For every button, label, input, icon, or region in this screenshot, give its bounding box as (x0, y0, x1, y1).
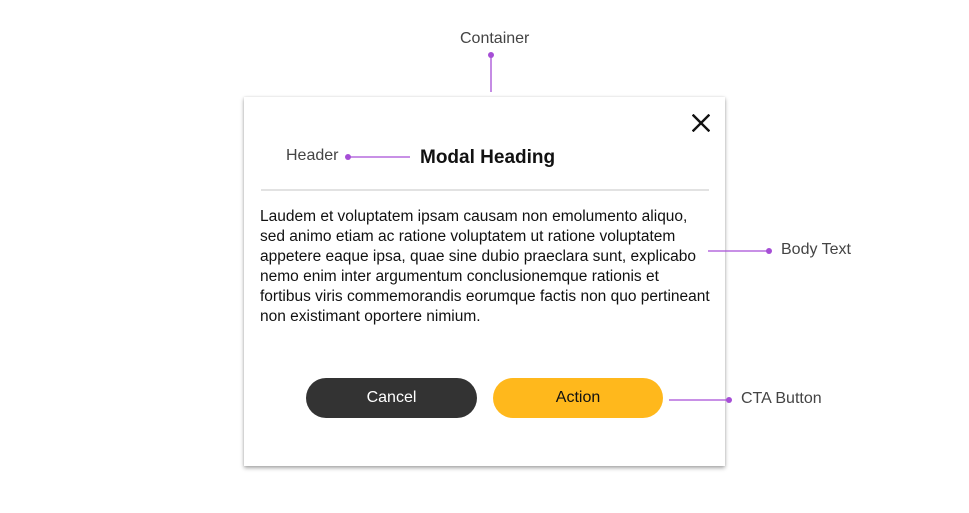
cancel-button[interactable]: Cancel (306, 378, 477, 418)
close-icon (692, 114, 710, 132)
header-label: Header (286, 147, 339, 164)
modal-body-text: Laudem et voluptatem ipsam causam non em… (260, 208, 710, 325)
container-label: Container (460, 30, 530, 47)
cta-button-label: CTA Button (741, 390, 822, 407)
modal-heading: Modal Heading (420, 147, 556, 168)
body-text-label: Body Text (781, 241, 851, 258)
modal-container: Modal Heading Laudem et voluptatem ipsam… (244, 97, 725, 466)
close-button[interactable] (689, 111, 713, 135)
container-callout (488, 52, 494, 92)
header-divider (261, 189, 709, 191)
action-button[interactable]: Action (493, 378, 663, 418)
